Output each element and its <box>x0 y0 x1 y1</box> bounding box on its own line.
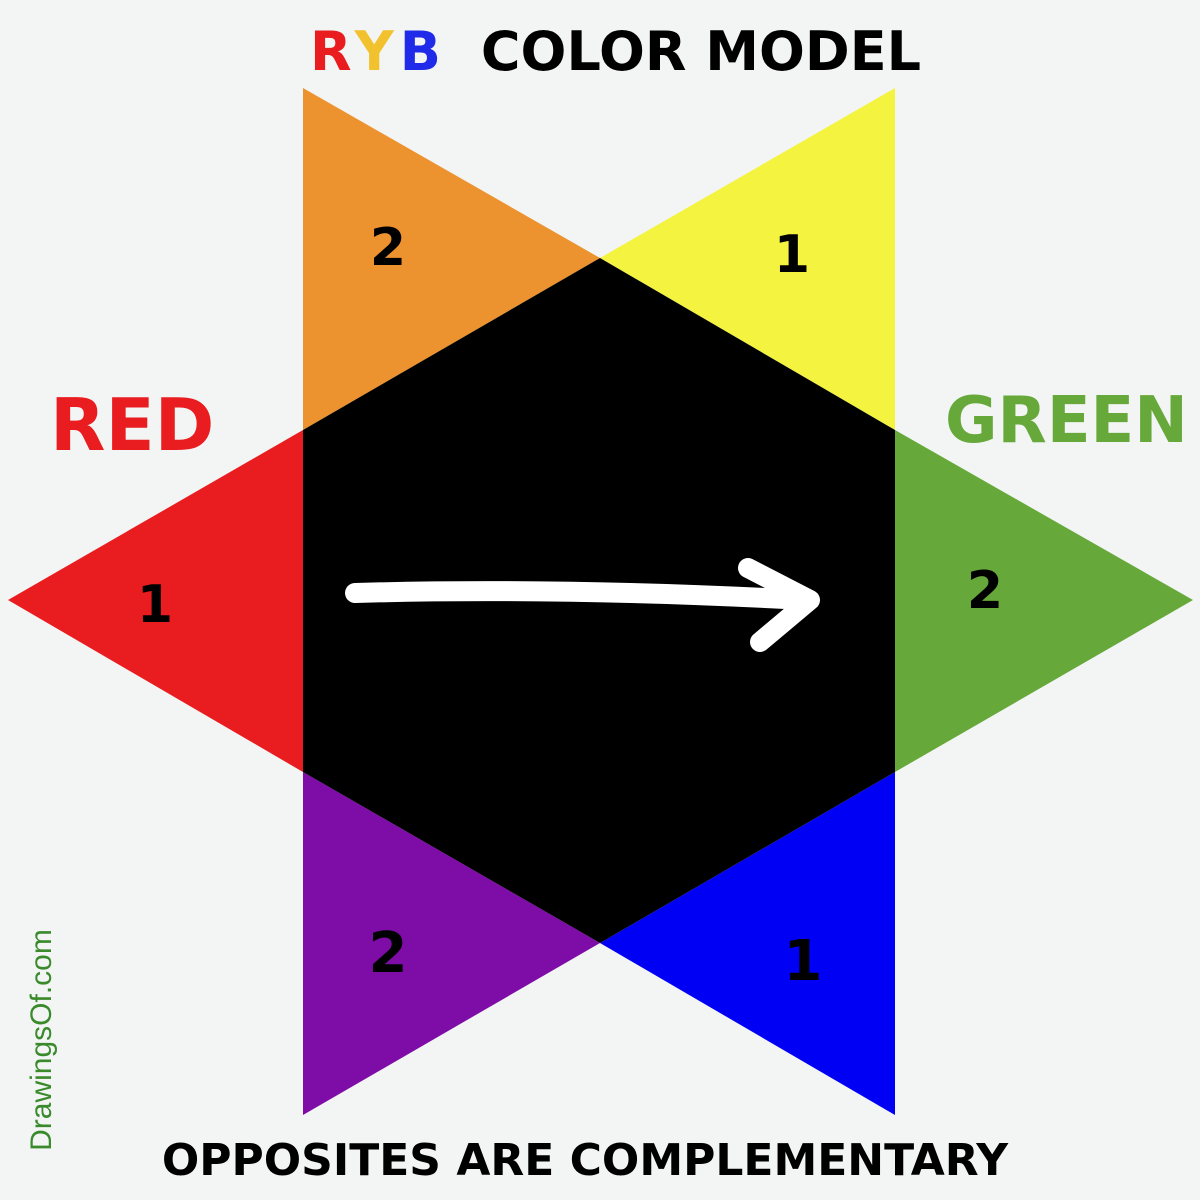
title-letter-b: B <box>400 20 441 83</box>
footer-caption: OPPOSITES ARE COMPLEMENTARY <box>162 1135 1009 1186</box>
yellow-triangle <box>600 88 895 430</box>
orange-triangle <box>303 88 600 430</box>
number-label-yellow: 1 <box>774 225 810 285</box>
site-watermark: DrawingsOf.com <box>25 929 58 1151</box>
number-label-orange: 2 <box>370 218 406 278</box>
title-text: COLOR MODEL <box>481 20 921 83</box>
green-triangle <box>895 430 1193 772</box>
red-label: RED <box>50 383 214 467</box>
number-label-blue: 1 <box>784 929 823 994</box>
title-letter-r: R <box>310 20 351 83</box>
number-label-purple: 2 <box>369 921 408 986</box>
purple-triangle <box>303 772 600 1115</box>
number-label-red: 1 <box>137 575 173 635</box>
arrow-head <box>738 558 820 652</box>
red-triangle <box>8 430 303 772</box>
title-letter-y: Y <box>354 20 395 83</box>
blue-triangle <box>600 772 895 1115</box>
number-label-green: 2 <box>967 561 1003 621</box>
green-label: GREEN <box>945 384 1188 458</box>
arrow-shaft <box>345 581 815 610</box>
